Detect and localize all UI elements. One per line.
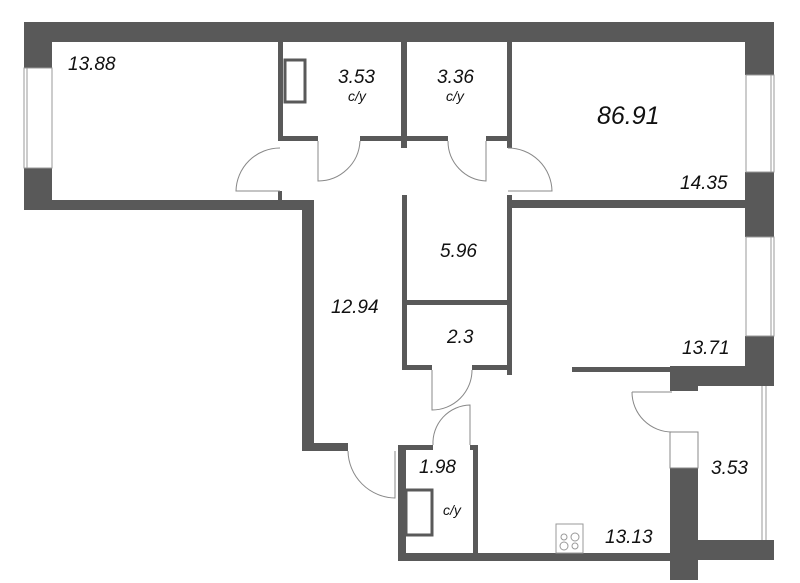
room-area-kitchen: 13.13	[605, 527, 653, 548]
bathtub-icon	[404, 488, 434, 537]
room-type-bathroom-2: с/у	[446, 88, 464, 104]
doors	[235, 140, 699, 499]
room-area-closet: 2.3	[447, 327, 474, 348]
room-area-bedroom-top-right: 14.35	[680, 173, 728, 194]
stove-icon	[555, 523, 584, 554]
room-area-bedroom-right: 13.71	[682, 338, 730, 359]
room-area-bathroom-2: 3.36	[437, 67, 474, 88]
room-area-bedroom-left: 13.88	[68, 54, 116, 75]
windows	[23, 67, 775, 540]
walls	[24, 22, 774, 580]
room-area-balcony: 3.53	[711, 458, 748, 479]
bathtub-icon	[283, 58, 307, 104]
room-area-storage: 5.96	[440, 241, 477, 262]
room-area-hallway: 12.94	[331, 297, 379, 318]
inner-walls	[278, 42, 747, 560]
room-area-toilet: 1.98	[419, 457, 456, 478]
fixtures	[283, 58, 434, 537]
room-type-toilet: с/у	[443, 502, 461, 518]
room-type-bathroom-1: с/у	[348, 88, 366, 104]
room-area-bathroom-1: 3.53	[338, 67, 375, 88]
total-area: 86.91	[597, 102, 660, 130]
